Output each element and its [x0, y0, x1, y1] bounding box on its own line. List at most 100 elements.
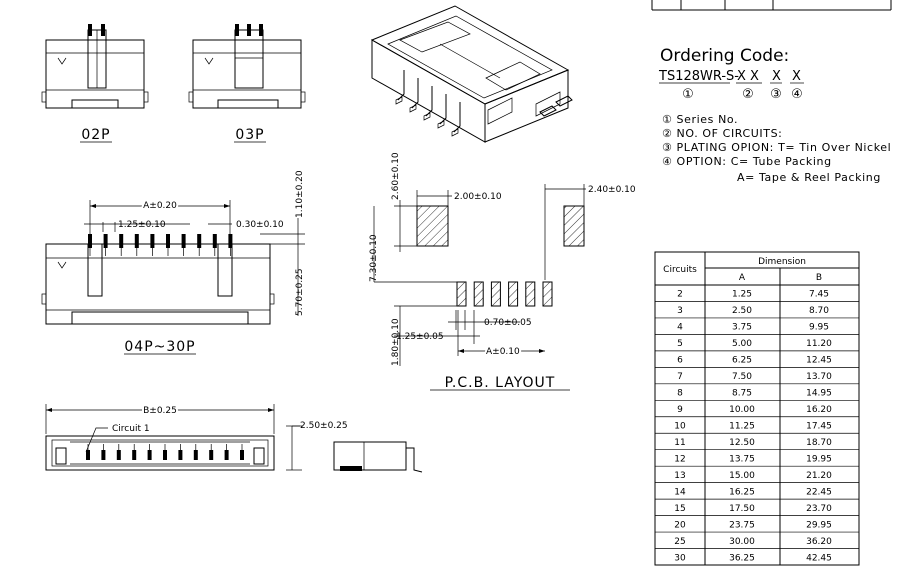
table-cell-circuits: 3 — [677, 306, 683, 316]
label-04p-30p: 04P~30P — [124, 339, 195, 355]
ordering-field-4: X — [792, 69, 801, 84]
table-cell-a: 11.25 — [729, 422, 755, 432]
table-cell-b: 21.20 — [806, 471, 832, 481]
dim-pad-width: 2.00±0.10 — [454, 192, 502, 202]
pcb-pad — [473, 281, 484, 307]
dim-body-height: 5.70±0.25 — [295, 268, 305, 316]
bottom-pin-row — [86, 444, 244, 460]
ordering-title: Ordering Code: — [660, 46, 789, 66]
front-pin — [150, 234, 155, 248]
iso-pin-foot — [395, 96, 403, 105]
note-series: ① Series No. — [662, 113, 738, 126]
bottom-pin — [86, 450, 90, 460]
table-cell-b: 9.95 — [809, 323, 829, 333]
view-isometric — [370, 5, 573, 143]
table-cell-a: 30.00 — [729, 537, 755, 547]
pcb-pad — [456, 281, 467, 307]
dim-pin-width: 0.30±0.10 — [236, 220, 284, 230]
label-circuit-1: Circuit 1 — [112, 424, 150, 434]
view-pcb-layout: 2.60±0.10 2.00±0.10 2.40±0.10 7.30±0.10 … — [369, 152, 636, 391]
view-04p-30p: A±0.20 1.25±0.10 0.30±0.10 1.10±0.20 5.7… — [41, 170, 305, 355]
table-cell-b: 18.70 — [806, 438, 832, 448]
front-pin-row — [88, 234, 233, 256]
iso-pin-foot — [437, 120, 445, 129]
note-option-tape: A= Tape & Reel Packing — [737, 171, 881, 184]
dim-pad-height: 2.60±0.10 — [391, 152, 401, 200]
table-cell-a: 15.00 — [729, 471, 755, 481]
iso-pin — [425, 86, 433, 117]
front-pin — [212, 234, 217, 248]
bottom-pin — [178, 450, 183, 460]
table-cell-b: 12.45 — [806, 356, 832, 366]
front-pin — [88, 234, 92, 248]
bottom-pin — [116, 450, 121, 460]
dim-signal-height: 1.80±0.10 — [391, 318, 401, 366]
table-cell-b: 36.20 — [806, 537, 832, 547]
note-plating: ③ PLATING OPION: T= Tin Over Nickel — [662, 141, 891, 154]
table-cell-a: 7.50 — [732, 372, 752, 382]
front-pin — [228, 234, 233, 248]
dim-pad-span: 7.30±0.10 — [369, 234, 379, 282]
table-cell-circuits: 30 — [674, 553, 686, 563]
table-cell-b: 17.45 — [806, 422, 832, 432]
table-cell-a: 1.25 — [732, 290, 752, 300]
ordering-field-2: X X — [737, 69, 759, 84]
table-cell-b: 19.95 — [806, 454, 832, 464]
table-cell-b: 7.45 — [809, 290, 829, 300]
front-pin — [181, 234, 186, 248]
label-03p: 03P — [235, 127, 264, 143]
ordering-mark-3: ③ — [770, 87, 782, 102]
title-block-fragment — [651, 0, 892, 11]
iso-pin — [453, 102, 461, 133]
iso-pin-foot — [451, 128, 459, 137]
bottom-pin — [209, 450, 214, 460]
dim-pitch-2: 1.25±0.05 — [396, 332, 444, 342]
pcb-pad — [542, 281, 553, 307]
dim-side-height: 2.50±0.25 — [300, 421, 348, 431]
table-cell-a: 12.50 — [729, 438, 755, 448]
table-cell-circuits: 14 — [674, 487, 686, 497]
table-cell-circuits: 13 — [674, 471, 685, 481]
front-pin — [103, 234, 108, 248]
ordering-mark-4: ④ — [791, 87, 803, 102]
dim-a20: A±0.20 — [143, 201, 177, 211]
iso-pin-row — [395, 70, 461, 137]
table-cell-circuits: 8 — [677, 389, 683, 399]
bottom-pin — [163, 450, 167, 460]
front-pin — [166, 234, 170, 248]
table-cell-a: 6.25 — [732, 356, 752, 366]
table-cell-circuits: 10 — [674, 422, 686, 432]
table-cell-b: 16.20 — [806, 405, 832, 415]
iso-pin-foot — [409, 104, 417, 113]
table-cell-a: 10.00 — [729, 405, 755, 415]
bottom-pin — [147, 450, 152, 460]
label-02p: 02P — [81, 127, 110, 143]
dim-top-height: 1.10±0.20 — [295, 170, 305, 218]
front-pin — [119, 234, 124, 248]
bottom-pin — [132, 450, 137, 460]
table-header-circuits: Circuits — [663, 265, 697, 275]
table-cell-circuits: 12 — [674, 454, 685, 464]
table-cell-circuits: 6 — [677, 356, 683, 366]
view-bottom: B±0.25 Circuit 1 — [45, 404, 275, 471]
ordering-mark-1: ① — [682, 87, 694, 102]
iso-pin — [397, 70, 405, 101]
note-circuits: ② NO. OF CIRCUITS: — [662, 127, 782, 140]
table-cell-a: 3.75 — [732, 323, 752, 333]
table-cell-circuits: 20 — [674, 520, 686, 530]
table-cell-circuits: 25 — [674, 537, 685, 547]
dim-pitch: 1.25±0.10 — [118, 220, 166, 230]
iso-pin — [439, 94, 447, 125]
pcb-pad — [490, 281, 501, 307]
table-cell-a: 13.75 — [729, 454, 755, 464]
table-cell-b: 23.70 — [806, 504, 832, 514]
dim-pad-width-2: 2.40±0.10 — [588, 185, 636, 195]
iso-pin — [411, 78, 419, 109]
pcb-signal-pads — [456, 281, 553, 307]
bottom-pin — [240, 450, 244, 460]
note-option: ④ OPTION: C= Tube Packing — [662, 155, 832, 168]
view-02p: 02P — [41, 24, 149, 143]
table-header-dimension: Dimension — [758, 257, 806, 267]
